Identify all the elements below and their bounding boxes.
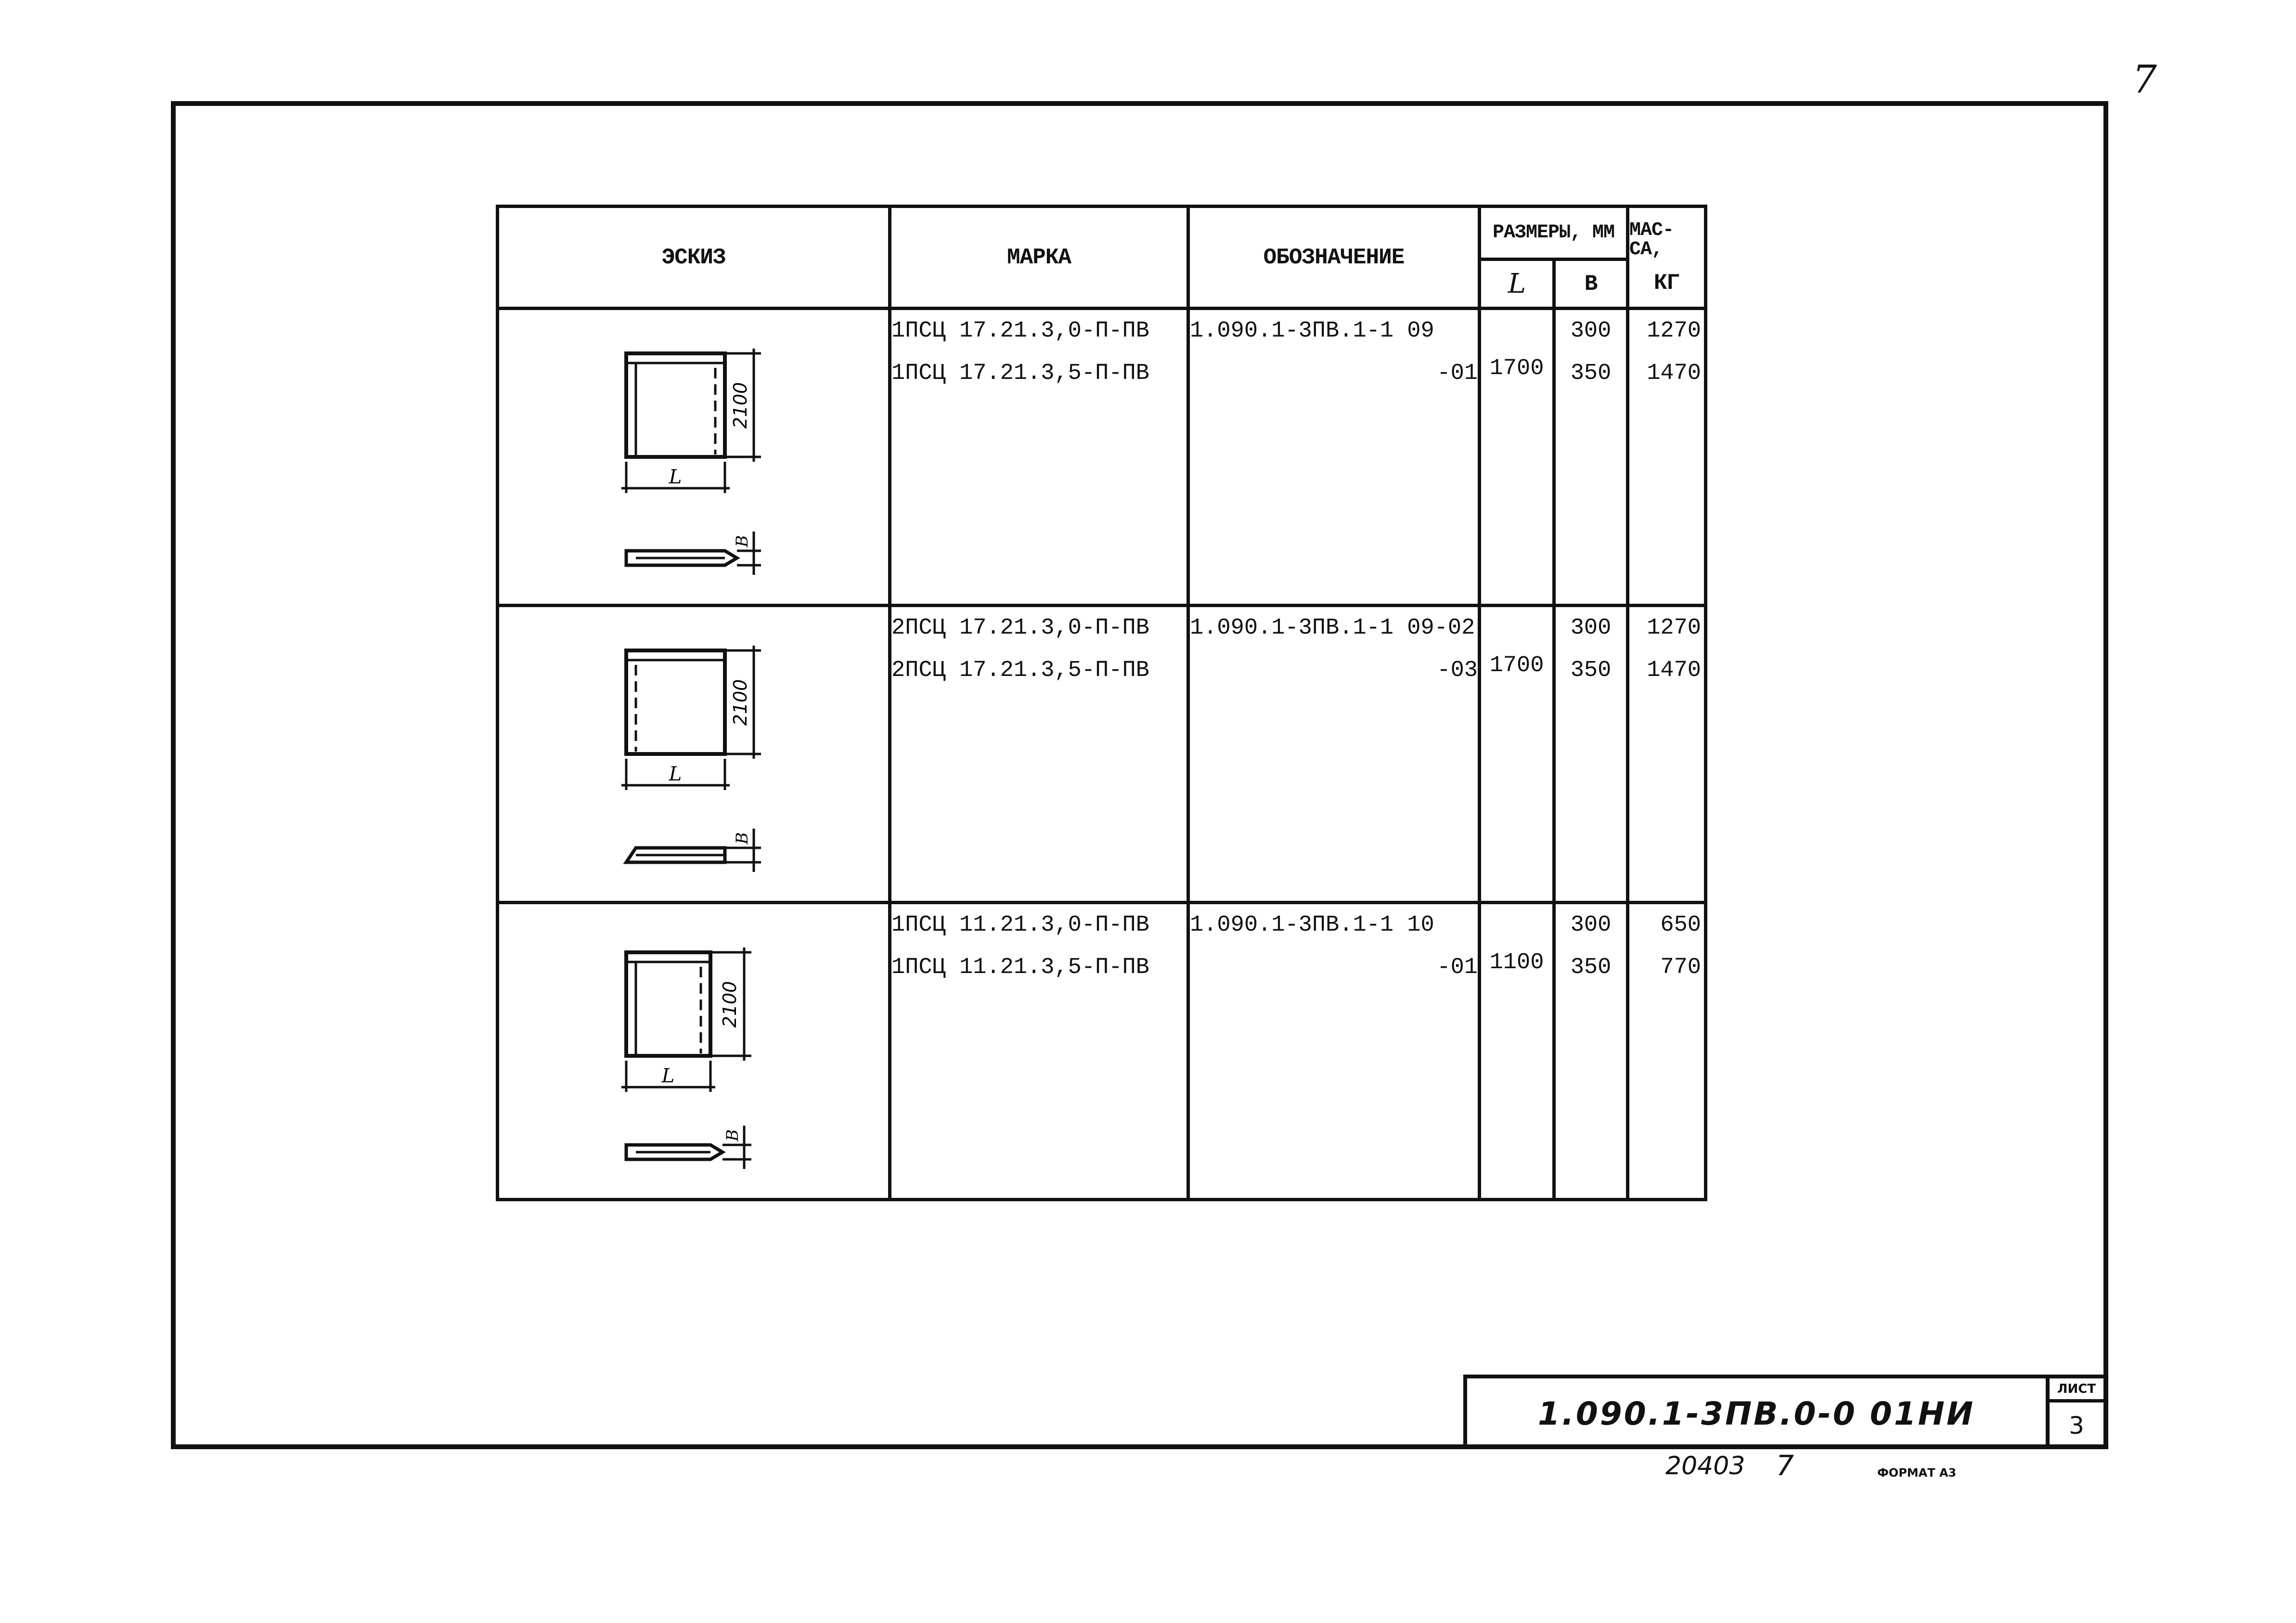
header-mass-line2: СА,	[1629, 238, 1663, 260]
sketch-length-label: L	[669, 466, 682, 488]
designation-line: 1.090.1-3ПВ.1-1 09	[1190, 318, 1434, 344]
title-block: 1.090.1-3ПВ.0-0 01НИ ЛИСТ 3	[1463, 1375, 2103, 1449]
mass-value: 1270	[1647, 318, 1702, 344]
sketch-height-label: 2100	[719, 981, 740, 1028]
designation-line: -03	[1437, 658, 1478, 683]
designation-line: -01	[1437, 361, 1478, 386]
length-value: 1700	[1489, 356, 1544, 381]
sketch-length-label: L	[661, 1065, 675, 1087]
panel-sketch: 2100 L B	[621, 948, 751, 1169]
header-mass-unit: КГ	[1626, 259, 1708, 310]
marka-cell: 1ПСЦ 17.21.3,0-П-ПВ 1ПСЦ 17.21.3,5-П-ПВ	[888, 307, 1190, 607]
marka-line: 1ПСЦ 17.21.3,0-П-ПВ	[891, 318, 1149, 344]
marka-cell: 1ПСЦ 11.21.3,0-П-ПВ 1ПСЦ 11.21.3,5-П-ПВ	[888, 901, 1190, 1201]
sketch-width-label: B	[733, 535, 752, 548]
sheet-label: ЛИСТ	[2050, 1378, 2103, 1402]
inventory-number: 20403	[1665, 1452, 1745, 1480]
width-value: 300	[1570, 615, 1612, 641]
sketch-cell: 2100 L B	[496, 604, 891, 904]
header-sketch: ЭСКИЗ	[496, 205, 891, 310]
header-mass-line1: МАС-	[1629, 219, 1674, 241]
sketch-height-label: 2100	[730, 382, 751, 429]
sketch-cell: 2100 L B	[496, 307, 891, 607]
format-label: ФОРМАТ А3	[1877, 1466, 1957, 1480]
width-value: 350	[1570, 658, 1612, 683]
table-row: 2100 L B 1ПСЦ 17.21.3,0-П-ПВ 1ПСЦ 17.21.…	[496, 307, 1708, 607]
marka-line: 2ПСЦ 17.21.3,0-П-ПВ	[891, 615, 1149, 641]
mass-value: 650	[1660, 912, 1702, 938]
sketch-width-label: B	[733, 832, 752, 845]
width-cell: 300 350	[1552, 604, 1630, 904]
mass-cell: 1270 1470	[1626, 307, 1708, 607]
header-size-l: L	[1478, 258, 1556, 310]
header-marka: МАРКА	[888, 205, 1190, 310]
sketch-height-label: 2100	[730, 679, 751, 726]
mass-value: 770	[1660, 955, 1702, 980]
table-row: 2100 L B 1ПСЦ 11.21.3,0-П-ПВ 1ПСЦ 11.21.…	[496, 901, 1708, 1201]
mass-cell: 1270 1470	[1626, 604, 1708, 904]
marka-line: 2ПСЦ 17.21.3,5-П-ПВ	[891, 658, 1149, 683]
sketch-length-label: L	[669, 763, 682, 785]
mass-value: 1470	[1647, 361, 1702, 386]
length-cell: 1100	[1478, 901, 1556, 1201]
marka-line: 1ПСЦ 17.21.3,5-П-ПВ	[891, 361, 1149, 386]
table-row: 2100 L B 2ПСЦ 17.21.3,0-П-ПВ 2ПСЦ 17.21.…	[496, 604, 1708, 904]
header-size-b: B	[1552, 258, 1630, 310]
sheet-number: 3	[2069, 1412, 2084, 1440]
corner-page-mark: 7	[2132, 57, 2157, 102]
mass-value: 1470	[1647, 658, 1702, 683]
header-sizes: РАЗМЕРЫ, ММ	[1477, 204, 1630, 261]
marka-cell: 2ПСЦ 17.21.3,0-П-ПВ 2ПСЦ 17.21.3,5-П-ПВ	[888, 604, 1190, 904]
document-code: 1.090.1-3ПВ.0-0 01НИ	[1467, 1378, 2050, 1449]
length-cell: 1700	[1478, 307, 1556, 607]
panel-sketch: 2100 L B	[621, 646, 761, 872]
panel-sketch: 2100 L B	[621, 349, 761, 575]
mass-cell: 650 770	[1626, 901, 1708, 1201]
width-value: 300	[1570, 318, 1612, 344]
designation-cell: 1.090.1-3ПВ.1-1 09-02 -03	[1187, 604, 1481, 904]
marka-line: 1ПСЦ 11.21.3,0-П-ПВ	[891, 912, 1149, 938]
designation-line: 1.090.1-3ПВ.1-1 10	[1190, 912, 1434, 938]
specification-table: ЭСКИЗ МАРКА ОБОЗНАЧЕНИЕ РАЗМЕРЫ, ММ МАС-…	[496, 204, 1708, 1201]
width-value: 300	[1570, 912, 1612, 938]
width-value: 350	[1570, 361, 1612, 386]
page-number: 7	[1776, 1449, 1794, 1482]
sketch-width-label: B	[723, 1130, 742, 1142]
designation-line: -01	[1437, 955, 1478, 980]
designation-cell: 1.090.1-3ПВ.1-1 10 -01	[1187, 901, 1481, 1201]
width-cell: 300 350	[1552, 307, 1630, 607]
designation-cell: 1.090.1-3ПВ.1-1 09 -01	[1187, 307, 1481, 607]
header-designation: ОБОЗНАЧЕНИЕ	[1187, 205, 1481, 310]
length-cell: 1700	[1478, 604, 1556, 904]
width-cell: 300 350	[1552, 901, 1630, 1201]
drawing-frame	[171, 101, 2108, 1449]
header-mass: МАС- СА,	[1626, 204, 1708, 260]
width-value: 350	[1570, 955, 1612, 980]
length-value: 1700	[1489, 653, 1544, 678]
length-value: 1100	[1489, 950, 1544, 975]
sketch-cell: 2100 L B	[496, 901, 891, 1201]
marka-line: 1ПСЦ 11.21.3,5-П-ПВ	[891, 955, 1149, 980]
designation-line: 1.090.1-3ПВ.1-1 09-02	[1190, 615, 1475, 641]
mass-value: 1270	[1647, 615, 1702, 641]
